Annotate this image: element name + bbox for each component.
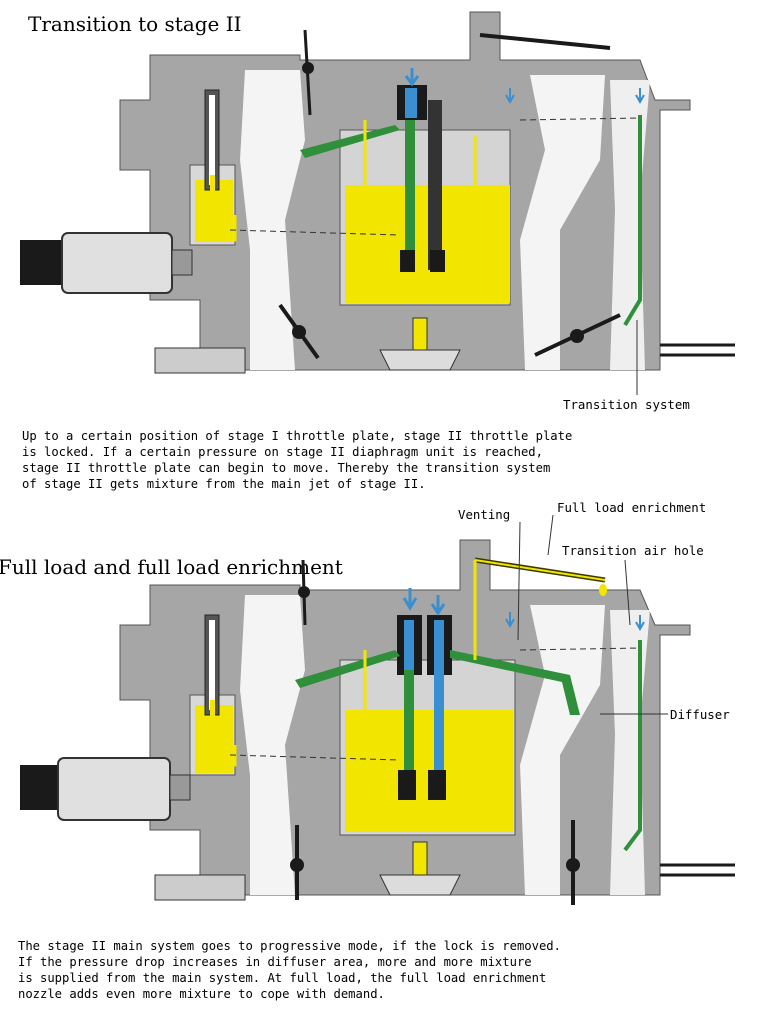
throttle-plate-stage-2 <box>534 313 621 357</box>
fuel-line <box>200 650 367 767</box>
section2-title: Full load and full load enrichment <box>0 555 343 579</box>
description-line: of stage II gets mixture from the main j… <box>22 477 426 491</box>
air-inlet-arrow-icon <box>505 612 515 629</box>
transition-channel <box>623 640 642 852</box>
leader-line <box>624 559 631 626</box>
throttle-plate-stage-1 <box>278 29 320 360</box>
mixture-channel <box>300 125 400 158</box>
idle-cutoff-solenoid <box>20 232 193 294</box>
idle-jet <box>204 614 220 720</box>
label-venting: Venting <box>458 507 511 522</box>
description-line: If the pressure drop increases in diffus… <box>18 955 532 969</box>
air-inlet-arrow-icon <box>505 88 515 105</box>
description-line: is locked. If a certain pressure on stag… <box>22 445 543 459</box>
idle-cutoff-solenoid <box>20 757 191 821</box>
carburetor-diagram-transition <box>20 11 735 395</box>
section1-description: Up to a certain position of stage I thro… <box>22 428 572 492</box>
leader-line <box>517 521 521 641</box>
throttle-plate-stage-2 <box>566 820 580 905</box>
section1-title: Transition to stage II <box>28 12 242 36</box>
enrichment-nozzle-droplet <box>599 584 607 596</box>
description-line: stage II throttle plate can begin to mov… <box>22 461 551 475</box>
label-transition-air-hole: Transition air hole <box>562 543 704 558</box>
label-full-load-enrichment: Full load enrichment <box>557 500 707 515</box>
description-line: Up to a certain position of stage I thro… <box>22 429 573 443</box>
carburetor-diagram-full-load <box>20 514 735 905</box>
main-jet-assembly <box>397 615 452 800</box>
leader-line <box>547 514 554 556</box>
air-inlet-arrow-icon <box>635 615 645 632</box>
transition-channel <box>623 115 642 327</box>
pump-piston <box>154 347 246 374</box>
throttle-plate-stage-1 <box>290 559 310 900</box>
main-jet-assembly <box>397 85 445 272</box>
air-inlet-arrow-icon <box>430 595 446 616</box>
idle-jet <box>204 89 220 195</box>
diaphragm-unit <box>379 841 461 896</box>
label-transition-system: Transition system <box>563 397 690 412</box>
fuel-line <box>200 120 477 242</box>
pump-piston <box>154 874 246 901</box>
section2-description: The stage II main system goes to progres… <box>18 938 561 1002</box>
description-line: The stage II main system goes to progres… <box>18 939 561 953</box>
label-diffuser: Diffuser <box>670 707 730 722</box>
mixture-channel <box>450 650 580 715</box>
diaphragm-unit <box>379 317 461 371</box>
air-inlet-arrow-icon <box>402 588 418 611</box>
mixture-channel <box>295 650 400 688</box>
air-inlet-arrow-icon <box>635 88 645 105</box>
description-line: is supplied from the main system. At ful… <box>18 971 547 985</box>
air-inlet-arrow-icon <box>404 68 420 87</box>
description-line: nozzle adds even more mixture to cope wi… <box>18 987 385 1001</box>
